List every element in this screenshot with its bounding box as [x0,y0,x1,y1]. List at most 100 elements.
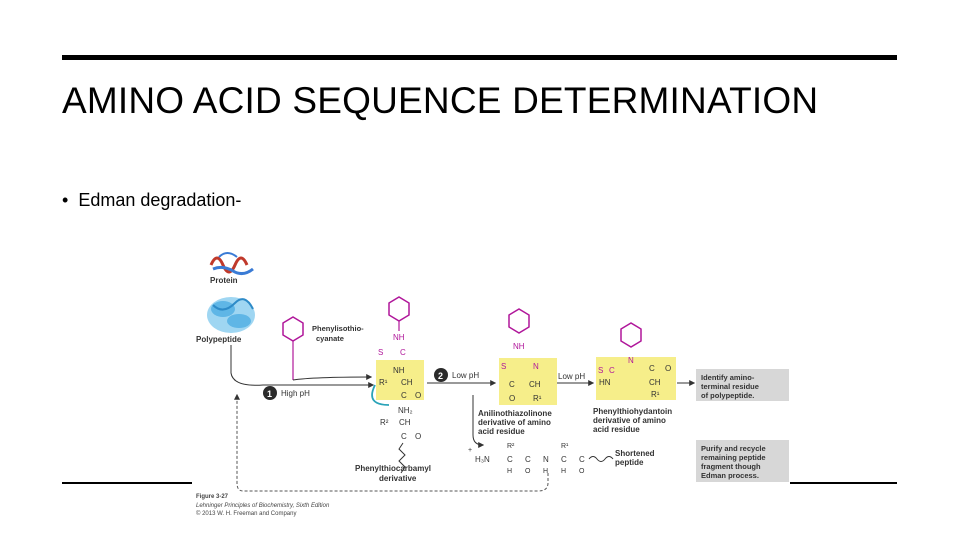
pth-phenyl-ring [620,322,642,348]
edman-diagram-svg: Protein Polypeptide Phenylisothio- cyana… [196,252,789,517]
pth-label-line1: Phenylthiohydantoin [593,407,672,416]
sp-n: N [543,455,549,464]
sp-h2: H [543,468,548,475]
ptc-r2: R² [380,418,389,427]
slide-title: AMINO ACID SEQUENCE DETERMINATION [62,80,819,121]
sp-r2: R² [507,443,515,450]
ptc-c: C [400,348,406,357]
ptc-o: O [415,391,421,400]
ptc-ch-2: CH [399,418,411,427]
ptc-nh-2: NH [393,366,405,375]
shortened-peptide-arrow [472,395,485,448]
step1-number: 1 [267,389,272,399]
pth-c-2: C [649,364,655,373]
caption-line2: Lehninger Principles of Biochemistry, Si… [196,503,330,509]
ptc-teal-curved-arrow [371,384,390,406]
sp-c2: C [525,455,531,464]
atz-label-line3: acid residue [478,427,525,436]
step2-number: 2 [438,371,443,381]
protein-label: Protein [210,276,238,285]
sp-c1: C [507,455,513,464]
step2-label: Low pH [452,371,479,380]
ptc-phenyl-ring [388,296,410,322]
caption-line1: Figure 3-27 [196,494,229,500]
pth-o: O [665,364,671,373]
atz-s: S [501,362,506,371]
step1-label: High pH [281,389,310,398]
bullet-marker: • [62,190,69,210]
protein-icon [209,252,254,276]
ptc-ch: CH [401,378,413,387]
atz-label-line1: Anilinothiazolinone [478,409,552,418]
pth-label-line2: derivative of amino [593,416,666,425]
step2-badge [434,368,448,382]
identify-line3: of polypeptide. [701,391,754,400]
caption-line3: © 2013 W. H. Freeman and Company [196,510,296,517]
sp-o2: O [579,468,585,475]
identify-note-box [696,369,789,401]
ptc-s: S [378,348,383,357]
shortened-label-line1: Shortened [615,449,655,458]
step1-badge [263,386,277,400]
shortened-label-line2: peptide [615,458,644,467]
highlight-ptc-residue [376,360,424,400]
atz-o: O [509,394,515,403]
pth-n: N [628,356,634,365]
sp-chain-squiggle [588,456,614,462]
identify-line1: Identify amino- [701,373,755,382]
pth-r1: R¹ [651,390,660,399]
sp-h1: H [507,468,512,475]
reagent-label-line2: cyanate [316,334,344,343]
atz-ch: CH [529,380,541,389]
title-top-rule [62,55,897,60]
sp-r3: R¹ [561,443,569,450]
bottom-left-rule [62,482,192,484]
ptc-label-line1: Phenylthiocarbamyl [355,464,431,473]
ptc-c-2: C [401,391,407,400]
sp-c3: C [561,455,567,464]
flow-arrow-reagent [292,374,373,381]
purify-line4: Edman process. [701,471,759,480]
ptc-r1: R¹ [379,378,388,387]
atz-c: C [509,380,515,389]
ptc-nh2: NH₂ [398,406,413,415]
pth-hn: HN [599,378,611,387]
ptc-label-line2: derivative [379,474,417,483]
pth-c: C [609,366,615,375]
ptc-chain-squiggle [398,442,406,474]
edman-degradation-figure: Protein Polypeptide Phenylisothio- cyana… [193,245,790,520]
pth-ch: CH [649,378,661,387]
ptc-nh: NH [393,333,405,342]
pth-s: S [598,366,603,375]
highlight-pth [596,357,676,400]
purify-note-box [696,440,789,482]
sp-h3n: H₃N [475,455,490,464]
atz-nh: NH [513,342,525,351]
bullet-item: • Edman degradation- [62,190,241,211]
atz-phenyl-ring [508,308,530,334]
atz-n: N [533,362,539,371]
highlight-atz [499,358,557,405]
purify-line2: remaining peptide [701,453,766,462]
atz-r1: R¹ [533,394,542,403]
pth-label-line3: acid residue [593,425,640,434]
sp-c4: C [579,455,585,464]
atz-label-line2: derivative of amino [478,418,551,427]
identify-line2: terminal residue [701,382,759,391]
purify-line3: fragment though [701,462,761,471]
flow-arrow-polypeptide [230,345,375,388]
reagent-phenyl-ring [282,316,304,342]
reagent-label-line1: Phenylisothio- [312,324,364,333]
sp-plus: + [468,447,472,454]
bottom-right-rule [790,482,897,484]
purify-line1: Purify and recycle [701,444,766,453]
sp-o1: O [525,468,531,475]
recycle-dashed-loop [234,393,549,492]
bullet-text: Edman degradation- [78,190,242,210]
polypeptide-label: Polypeptide [196,335,242,344]
polypeptide-icon [207,297,255,333]
ptc-c-3: C [401,432,407,441]
sp-h3: H [561,468,566,475]
step3-label: Low pH [558,372,585,381]
ptc-o-2: O [415,432,421,441]
